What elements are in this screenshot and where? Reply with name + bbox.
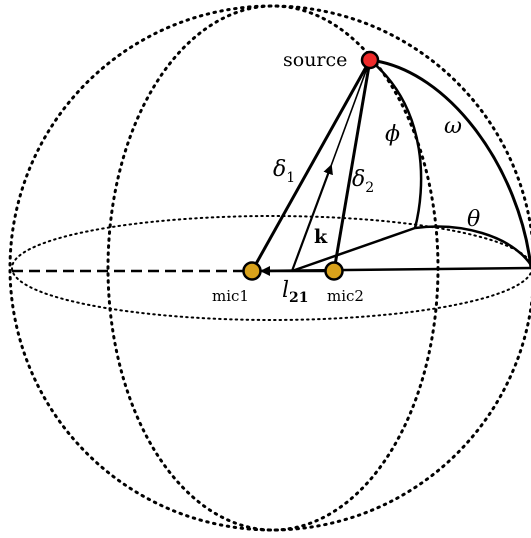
delta2-label: δ2 — [352, 167, 374, 196]
sphere-equator — [11, 215, 531, 321]
projection-line — [291, 226, 416, 273]
omega-arc — [369, 58, 531, 269]
l21-label: l21 — [282, 278, 309, 306]
mic1-label: mic1 — [212, 287, 249, 305]
delta1-label: δ1 — [273, 157, 295, 186]
omega-label: ω — [444, 114, 462, 139]
k-vector-extension — [330, 59, 371, 167]
sphere-meridian — [106, 4, 440, 532]
delta1-line — [250, 59, 372, 272]
k-label: k — [314, 226, 328, 248]
theta-arc — [414, 225, 531, 266]
mic2-label: mic2 — [327, 287, 364, 305]
mic2-marker — [324, 261, 344, 281]
theta-label: θ — [467, 207, 480, 232]
mic1-marker — [242, 261, 262, 281]
source-marker — [360, 50, 380, 70]
source-label: source — [283, 49, 347, 71]
delta2-line — [332, 59, 372, 272]
phi-label: ϕ — [385, 122, 400, 147]
phi-arc — [369, 59, 423, 229]
k-vector-arrow — [290, 164, 333, 272]
